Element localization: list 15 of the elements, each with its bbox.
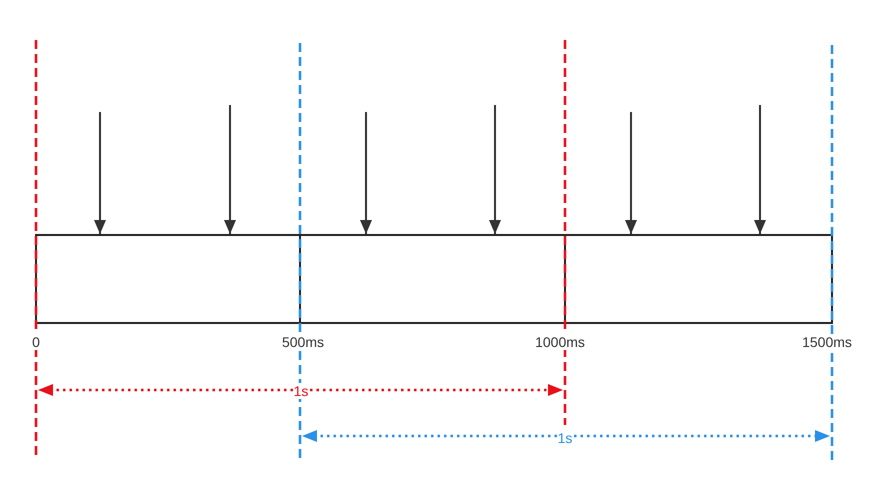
time-window-box xyxy=(35,234,301,324)
arrow xyxy=(754,105,766,234)
arrow xyxy=(224,105,236,234)
time-window-box xyxy=(299,234,566,324)
time-tick-label: 1000ms xyxy=(534,334,586,350)
duration-label: 1s xyxy=(292,383,310,399)
time-tick-label: 0 xyxy=(31,334,41,350)
arrow xyxy=(625,112,637,234)
time-window-box xyxy=(564,234,833,324)
duration-label: 1s xyxy=(556,430,574,446)
arrow xyxy=(94,112,106,234)
time-tick-label: 1500ms xyxy=(801,334,853,350)
time-tick-label: 500ms xyxy=(280,334,326,350)
arrow xyxy=(489,105,501,234)
arrow xyxy=(360,112,372,234)
